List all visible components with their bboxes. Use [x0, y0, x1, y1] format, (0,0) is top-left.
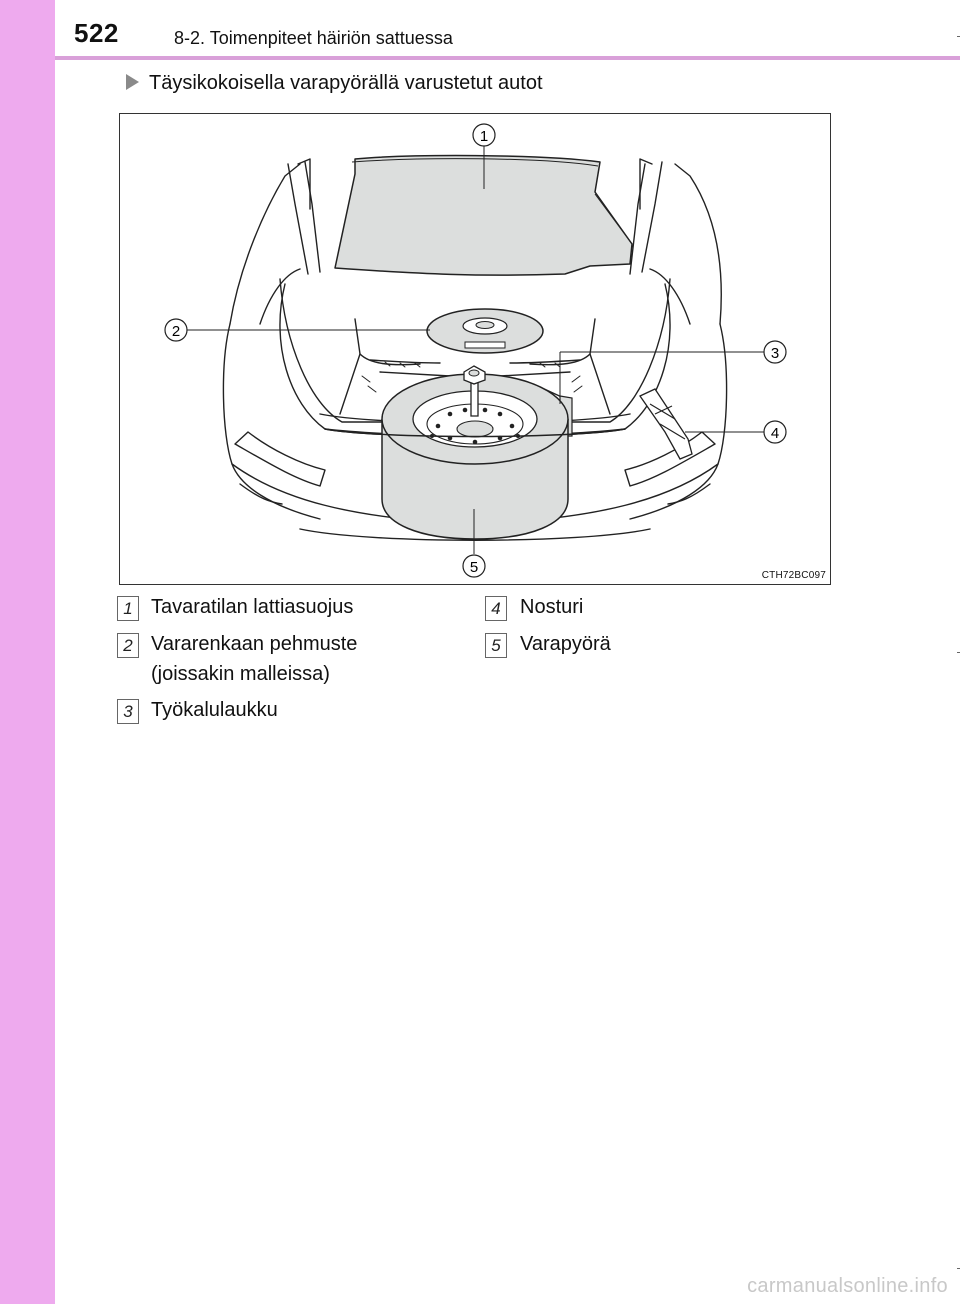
- trunk-drawing: 1 2 3 4 5: [164, 123, 787, 578]
- callout-3-label: 3: [771, 345, 779, 362]
- header-divider: [55, 56, 960, 60]
- legend-number-5: 5: [485, 633, 507, 658]
- legend-item-2: Vararenkaan pehmuste (joissakin malleiss…: [151, 629, 357, 689]
- legend-text: Työkalulaukku: [151, 699, 278, 721]
- legend-text: Vararenkaan pehmuste: [151, 633, 358, 655]
- watermark: carmanualsonline.info: [747, 1275, 948, 1297]
- legend-text: Tavaratilan lattiasuojus: [151, 596, 354, 618]
- figure-code: CTH72BC097: [761, 570, 826, 581]
- callout-2-label: 2: [172, 323, 180, 340]
- callout-5: 5: [462, 554, 486, 578]
- callout-1-label: 1: [480, 128, 488, 145]
- subsection-heading-text: Täysikokoisella varapyörällä varustetut …: [149, 72, 543, 94]
- legend-text: Varapyörä: [520, 633, 611, 655]
- callout-3: 3: [763, 340, 787, 364]
- crop-mark: [957, 36, 960, 37]
- trunk-illustration: 1 2 3 4 5 CTH72BC097: [119, 113, 831, 585]
- legend-number-2: 2: [117, 633, 139, 658]
- page-number: 522: [74, 18, 119, 48]
- section-title: 8-2. Toimenpiteet häiriön sattuessa: [174, 28, 453, 48]
- callout-4-label: 4: [771, 425, 779, 442]
- callout-5-label: 5: [470, 559, 478, 576]
- callout-1: 1: [472, 123, 496, 147]
- legend-item-5: Varapyörä: [520, 629, 611, 659]
- legend-number-3: 3: [117, 699, 139, 724]
- legend-text: Nosturi: [520, 596, 584, 618]
- legend-item-3: Työkalulaukku: [151, 695, 278, 725]
- crop-mark: [957, 1268, 960, 1269]
- callout-4: 4: [763, 420, 787, 444]
- legend-number-4: 4: [485, 596, 507, 621]
- callouts: 1 2 3 4 5: [164, 123, 787, 578]
- callout-2: 2: [164, 318, 188, 342]
- legend-text: (joissakin malleissa): [151, 663, 330, 685]
- crop-mark: [957, 652, 960, 653]
- legend-number-1: 1: [117, 596, 139, 621]
- page-side-tab: [0, 0, 55, 1304]
- subsection-heading: Täysikokoisella varapyörällä varustetut …: [126, 72, 543, 95]
- triangle-bullet-icon: [126, 74, 139, 90]
- legend-item-1: Tavaratilan lattiasuojus: [151, 592, 353, 622]
- legend-item-4: Nosturi: [520, 592, 583, 622]
